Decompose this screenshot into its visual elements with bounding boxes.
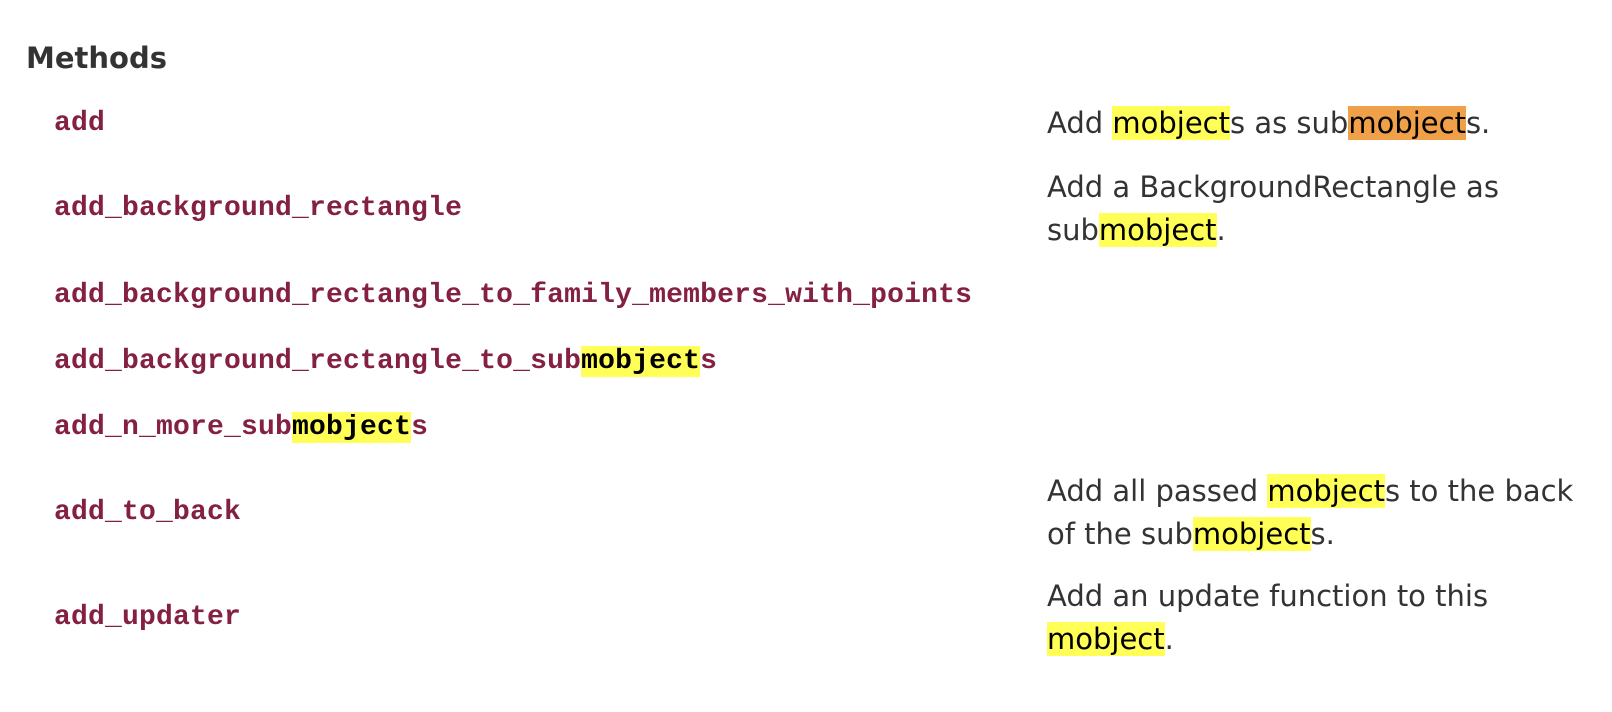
method-link-add[interactable]: add (54, 104, 105, 144)
method-description: Add a BackgroundRectangle as submobject. (1047, 166, 1587, 252)
method-row: add_n_more_submobjects (54, 406, 1014, 449)
search-highlight-current: mobject (1348, 106, 1466, 140)
text-run: Add (1047, 106, 1113, 140)
method-row: add_updater (54, 575, 1014, 661)
method-description: Add mobjects as submobjects. (1047, 102, 1490, 145)
method-row: add_to_back (54, 470, 1014, 556)
methods-heading: Methods (26, 41, 167, 75)
search-highlight: mobject (292, 411, 412, 443)
search-highlight: mobject (1047, 622, 1165, 656)
text-run: add_background_rectangle_to_family_membe… (54, 279, 973, 311)
search-highlight: mobject (1267, 474, 1385, 508)
text-run: add_background_rectangle_to_sub (54, 345, 582, 377)
method-row: add_background_rectangle_to_family_membe… (54, 274, 1014, 317)
text-run: s (700, 345, 718, 377)
text-run: s. (1465, 106, 1491, 140)
method-row: add (54, 102, 1014, 145)
text-run: add_to_back (54, 497, 242, 528)
method-link-add-to-back[interactable]: add_to_back (54, 493, 241, 533)
method-description: Add all passed mobjects to the back of t… (1047, 470, 1587, 556)
text-run: s. (1310, 517, 1335, 551)
text-run: add_updater (54, 602, 242, 633)
text-run: s as sub (1230, 106, 1349, 140)
text-run: s to the back of the sub (1047, 474, 1574, 551)
search-highlight: mobject (1098, 213, 1217, 247)
text-run: s (411, 411, 429, 443)
method-row: add_background_rectangle (54, 166, 1014, 252)
method-description: Add an update function to this mobject. (1047, 575, 1587, 661)
search-highlight: mobject (1192, 517, 1311, 551)
text-run: Add all passed (1047, 474, 1268, 508)
text-run: . (1164, 622, 1174, 656)
text-run: Add a BackgroundRectangle as sub (1047, 170, 1499, 247)
method-link-add-n-more-submobjects[interactable]: add_n_more_submobjects (54, 408, 428, 448)
text-run: add_n_more_sub (54, 411, 293, 443)
text-run: . (1216, 213, 1226, 247)
search-highlight: mobject (1112, 106, 1230, 140)
text-run: Add an update function to this (1047, 579, 1489, 613)
search-highlight: mobject (581, 345, 701, 377)
method-link-add-background-rectangle-to-family-members-with-points[interactable]: add_background_rectangle_to_family_membe… (54, 276, 972, 316)
text-run: add_background_rectangle (54, 193, 463, 224)
text-run: add (54, 107, 106, 139)
method-link-add-background-rectangle[interactable]: add_background_rectangle (54, 189, 462, 229)
method-link-add-updater[interactable]: add_updater (54, 598, 241, 638)
method-link-add-background-rectangle-to-submobjects[interactable]: add_background_rectangle_to_submobjects (54, 342, 717, 382)
method-row: add_background_rectangle_to_submobjects (54, 340, 1014, 383)
